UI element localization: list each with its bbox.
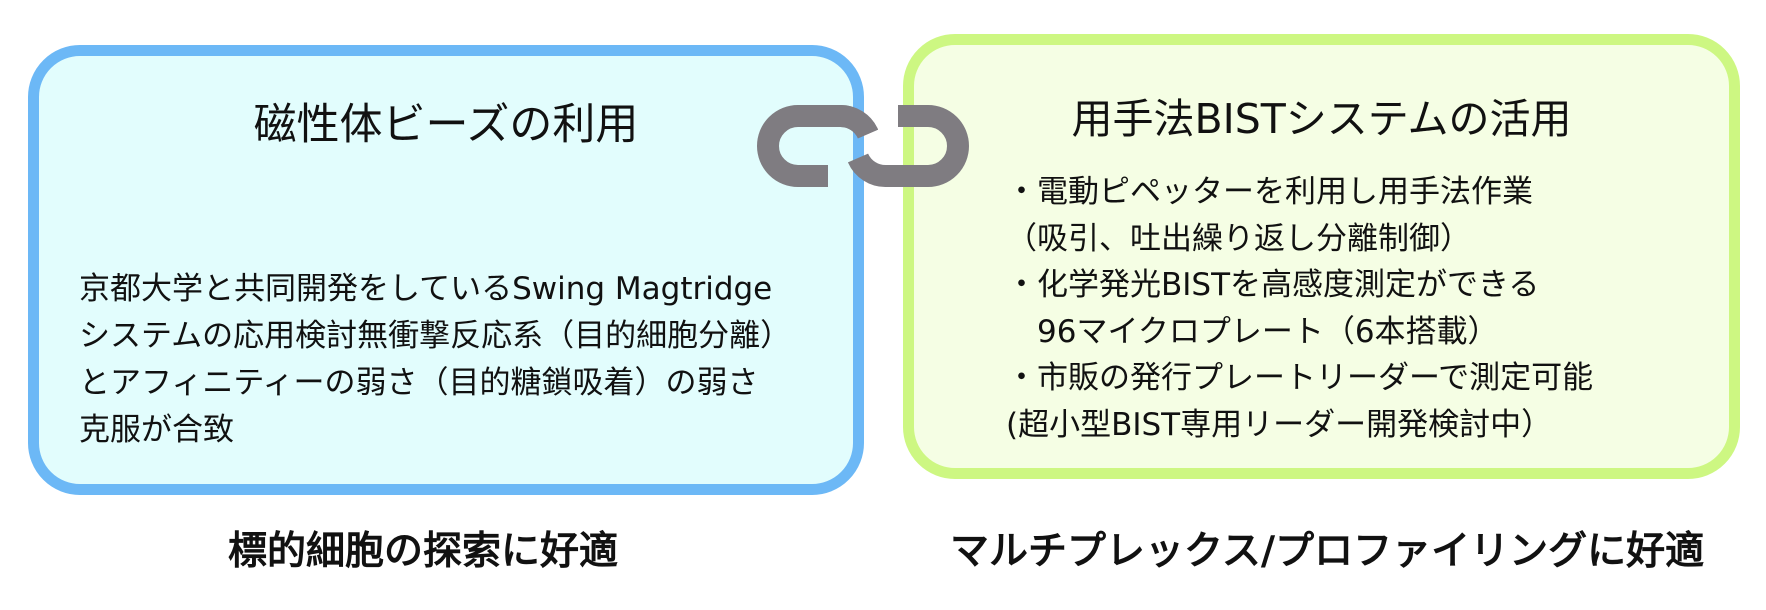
body-line: システムの応用検討無衝撃反応系（目的細胞分離） <box>79 318 792 354</box>
panel-body-left: 京都大学と共同開発をしているSwing Magtridge システムの応用検討無… <box>79 266 791 454</box>
panel-bist-system: 用手法BISTシステムの活用 ・電動ピペッターを利用し用手法作業 （吸引、吐出繰… <box>903 34 1740 479</box>
panel-title-left: 磁性体ビーズの利用 <box>253 100 639 150</box>
panel-title-right: 用手法BISTシステムの活用 <box>1071 95 1572 143</box>
body-line: 96マイクロプレート（6本搭載） <box>1006 313 1499 350</box>
chain-link-icon <box>757 105 969 187</box>
caption-right: マルチプレックス/プロファイリングに好適 <box>950 529 1705 574</box>
chain-link-overlap <box>839 105 879 140</box>
body-line: 克服が合致 <box>79 412 234 448</box>
body-line: ・市販の発行プレートリーダーで測定可能 <box>1006 360 1594 396</box>
panel-magnetic-beads: 磁性体ビーズの利用 京都大学と共同開発をしているSwing Magtridge … <box>28 45 864 495</box>
body-line: (超小型BIST専用リーダー開発検討中） <box>1006 406 1553 443</box>
caption-left: 標的細胞の探索に好適 <box>228 529 619 574</box>
body-line: 京都大学と共同開発をしているSwing Magtridge <box>79 271 773 307</box>
chain-link-right <box>847 105 969 187</box>
panel-body-right: ・電動ピペッターを利用し用手法作業 （吸引、吐出繰り返し分離制御） ・化学発光B… <box>1006 169 1593 448</box>
body-line: ・化学発光BISTを高感度測定ができる <box>1006 267 1540 303</box>
body-line: とアフィニティーの弱さ（目的糖鎖吸着）の弱さ <box>79 365 759 401</box>
body-line: ・電動ピペッターを利用し用手法作業 <box>1006 174 1533 210</box>
body-line: （吸引、吐出繰り返し分離制御） <box>1006 220 1471 257</box>
